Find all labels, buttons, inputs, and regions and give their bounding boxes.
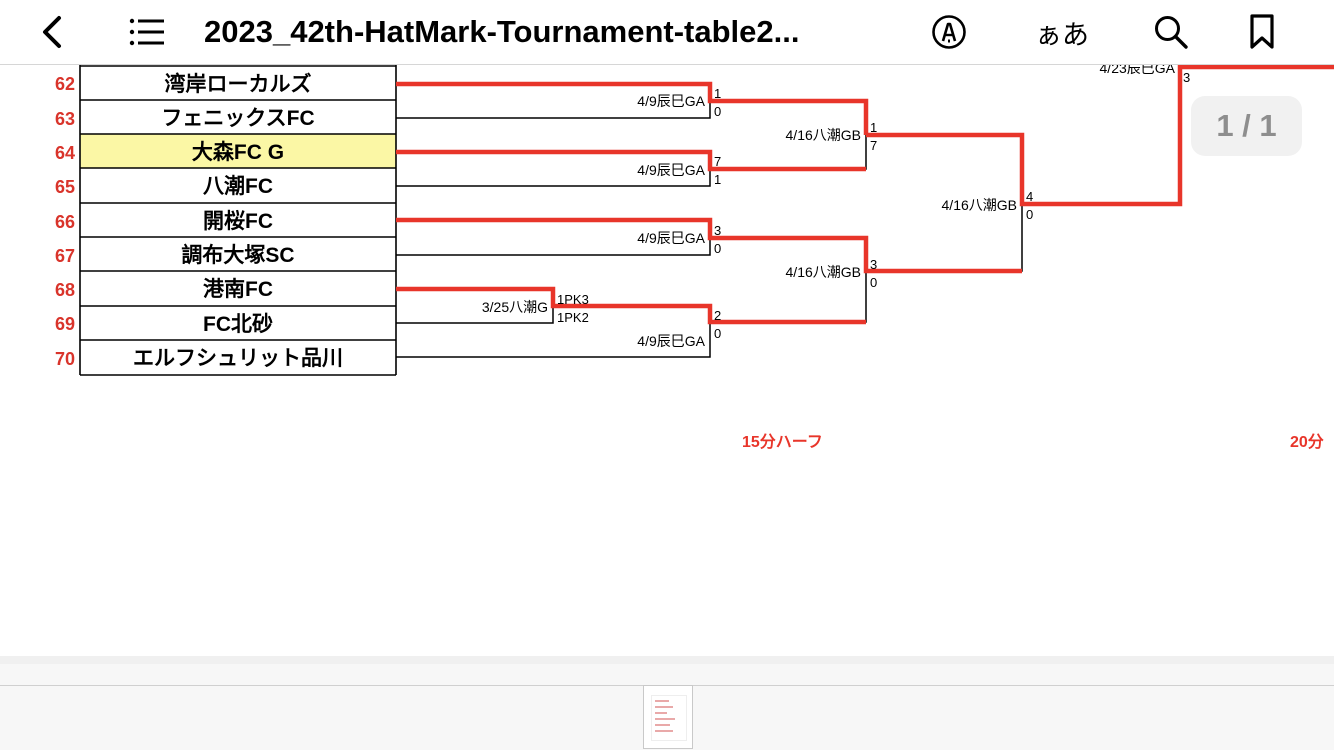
team-number: 65	[55, 177, 75, 197]
search-button[interactable]	[1148, 8, 1194, 56]
text-size-button[interactable]: ぁあ	[1030, 8, 1094, 56]
match-label: 4/23辰巳GA	[1100, 64, 1176, 76]
score: 7	[870, 138, 877, 153]
bookmark-icon	[1250, 14, 1274, 49]
score: 0	[714, 241, 721, 256]
team-name: 調布大塚SC	[181, 243, 294, 267]
highlighted-team-cell	[80, 134, 396, 168]
team-name: 港南FC	[203, 277, 273, 301]
search-icon	[1155, 16, 1188, 49]
team-table	[79, 64, 397, 376]
score: 0	[870, 275, 877, 290]
match-label: 4/16八潮GB	[786, 264, 861, 280]
page-separator	[0, 656, 1334, 664]
team-number: 62	[55, 74, 75, 94]
match-label: 4/9辰巳GA	[637, 162, 705, 178]
match-label: 4/9辰巳GA	[637, 93, 705, 109]
score: 3	[1183, 70, 1190, 85]
score: 4	[1026, 189, 1033, 204]
team-number: 70	[55, 349, 75, 369]
team-number: 68	[55, 280, 75, 300]
match-label: 4/9辰巳GA	[637, 230, 705, 246]
team-number: 67	[55, 246, 75, 266]
match-label: 4/16八潮GB	[942, 197, 1017, 213]
match-label: 4/9辰巳GA	[637, 333, 705, 349]
team-number: 63	[55, 109, 75, 129]
outline-button[interactable]	[124, 8, 170, 56]
team-name: 八潮FC	[203, 175, 273, 198]
score: 1	[714, 86, 721, 101]
team-number: 66	[55, 212, 75, 232]
match-duration-note: 20分	[1290, 433, 1324, 451]
score: 0	[714, 326, 721, 341]
bookmark-button[interactable]	[1240, 8, 1284, 56]
text-size-icon: ぁあ	[1035, 19, 1089, 51]
match-duration-note: 15分ハーフ	[742, 433, 823, 451]
match-label: 4/16八潮GB	[786, 127, 861, 143]
score: 3	[714, 223, 721, 238]
page-thumbnail[interactable]	[643, 685, 693, 749]
team-name: 湾岸ローカルズ	[165, 72, 312, 96]
team-name: エルフシュリット品川	[133, 347, 343, 370]
markup-button[interactable]	[926, 8, 972, 56]
chevron-left-icon	[43, 16, 61, 48]
team-name: 開桜FC	[203, 209, 273, 233]
outline-list-icon	[129, 18, 164, 46]
team-number: 64	[55, 143, 75, 163]
page-indicator: 1 / 1	[1191, 96, 1302, 156]
back-button[interactable]	[28, 8, 76, 56]
top-toolbar: 2023_42th-HatMark-Tournament-table2... ぁ…	[0, 0, 1334, 65]
winner-path-lines	[396, 64, 1334, 325]
team-name: 大森FC G	[192, 141, 284, 164]
thumbnail-preview	[651, 695, 687, 741]
pdf-page[interactable]: 62 63 64 65 66 67 68 69 70 湾岸ローカルズ フェニック…	[0, 64, 1334, 656]
score: 1	[870, 120, 877, 135]
score: 0	[714, 104, 721, 119]
score: 1PK3	[557, 292, 589, 307]
team-name: FC北砂	[203, 313, 273, 336]
markup-pen-icon	[932, 15, 966, 49]
team-name: フェニックスFC	[161, 107, 314, 130]
score: 1PK2	[557, 310, 589, 325]
score: 3	[870, 257, 877, 272]
tournament-bracket: 62 63 64 65 66 67 68 69 70 湾岸ローカルズ フェニック…	[55, 64, 1334, 451]
match-label: 3/25八潮G	[482, 299, 548, 315]
score: 1	[714, 172, 721, 187]
score: 7	[714, 154, 721, 169]
document-title: 2023_42th-HatMark-Tournament-table2...	[204, 14, 800, 49]
score: 0	[1026, 207, 1033, 222]
score: 2	[714, 308, 721, 323]
team-number: 69	[55, 314, 75, 334]
